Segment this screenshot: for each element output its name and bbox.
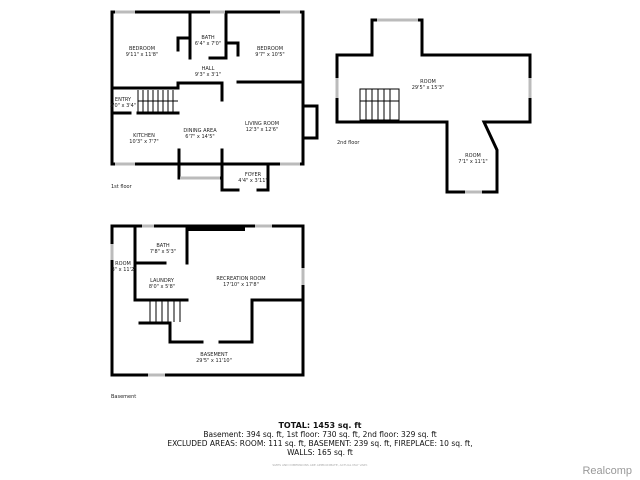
total-area: TOTAL: 1453 sq. ft [278,421,362,430]
room-dims: 6'4" x 7'0" [195,41,221,47]
floor-label: 2nd floor [337,140,360,146]
room-dims: 4'4" x 3'11" [238,178,267,184]
wall-area: WALLS: 165 sq. ft [287,448,353,457]
first-floor-plan [110,10,319,192]
room-dims: 7'1" x 11'1" [458,159,487,165]
floor-label: Basement [111,394,136,400]
room-name: FOYER [245,172,262,178]
room-dims: 10'3" x 7'7" [129,139,158,145]
floor-areas: Basement: 394 sq. ft, 1st floor: 730 sq.… [203,430,437,439]
room-dims: 17'10" x 17'8" [223,282,259,288]
room-name: KITCHEN [133,133,155,139]
room-dims: 9'7" x 10'5" [255,52,284,58]
room-name: LAUNDRY [150,278,175,284]
room-name: BATH [201,35,215,41]
room-name: LIVING ROOM [245,121,279,127]
room-name: ROOM [420,79,436,85]
room-dims: 6'7" x 14'5" [185,134,214,140]
room-name: BEDROOM [257,46,283,52]
room-dims: 12'3" x 12'6" [246,127,279,133]
room-name: ENTRY [115,97,132,103]
room-name: ROOM [465,153,481,159]
room-dims: 3" x 11'2" [112,267,137,273]
room-name: RECREATION ROOM [216,276,265,282]
room-name: BASEMENT [200,352,228,358]
room-name: BEDROOM [129,46,155,52]
room-name: ROOM [115,261,131,267]
floor-label: 1st floor [111,184,133,190]
room-name: HALL [202,66,215,72]
room-dims: 3'0" x 3'4" [110,103,136,109]
stairs [359,88,400,121]
room-dims: 9'11" x 11'8" [126,52,159,58]
room-dims: 29'5" x 11'10" [196,358,232,364]
second-floor-plan [335,18,532,194]
disclaimer: SIZES AND DIMENSIONS ARE APPROXIMATE, AC… [272,463,368,467]
room-dims: 8'0" x 5'8" [149,284,175,290]
room-name: BATH [156,243,170,249]
stairs [137,90,178,112]
room-dims: 29'5" x 15'3" [412,85,445,91]
room-name: DINING AREA [183,128,217,134]
area-summary: TOTAL: 1453 sq. ft Basement: 394 sq. ft,… [0,421,640,457]
basement-plan [110,224,305,377]
brand-watermark: Realcomp [582,465,632,477]
room-dims: 9'3" x 3'1" [195,72,221,78]
excluded-areas: EXCLUDED AREAS: ROOM: 111 sq. ft, BASEME… [167,439,473,448]
room-dims: 7'8" x 5'3" [150,249,176,255]
fireplace [301,104,319,140]
stairs [149,300,181,322]
